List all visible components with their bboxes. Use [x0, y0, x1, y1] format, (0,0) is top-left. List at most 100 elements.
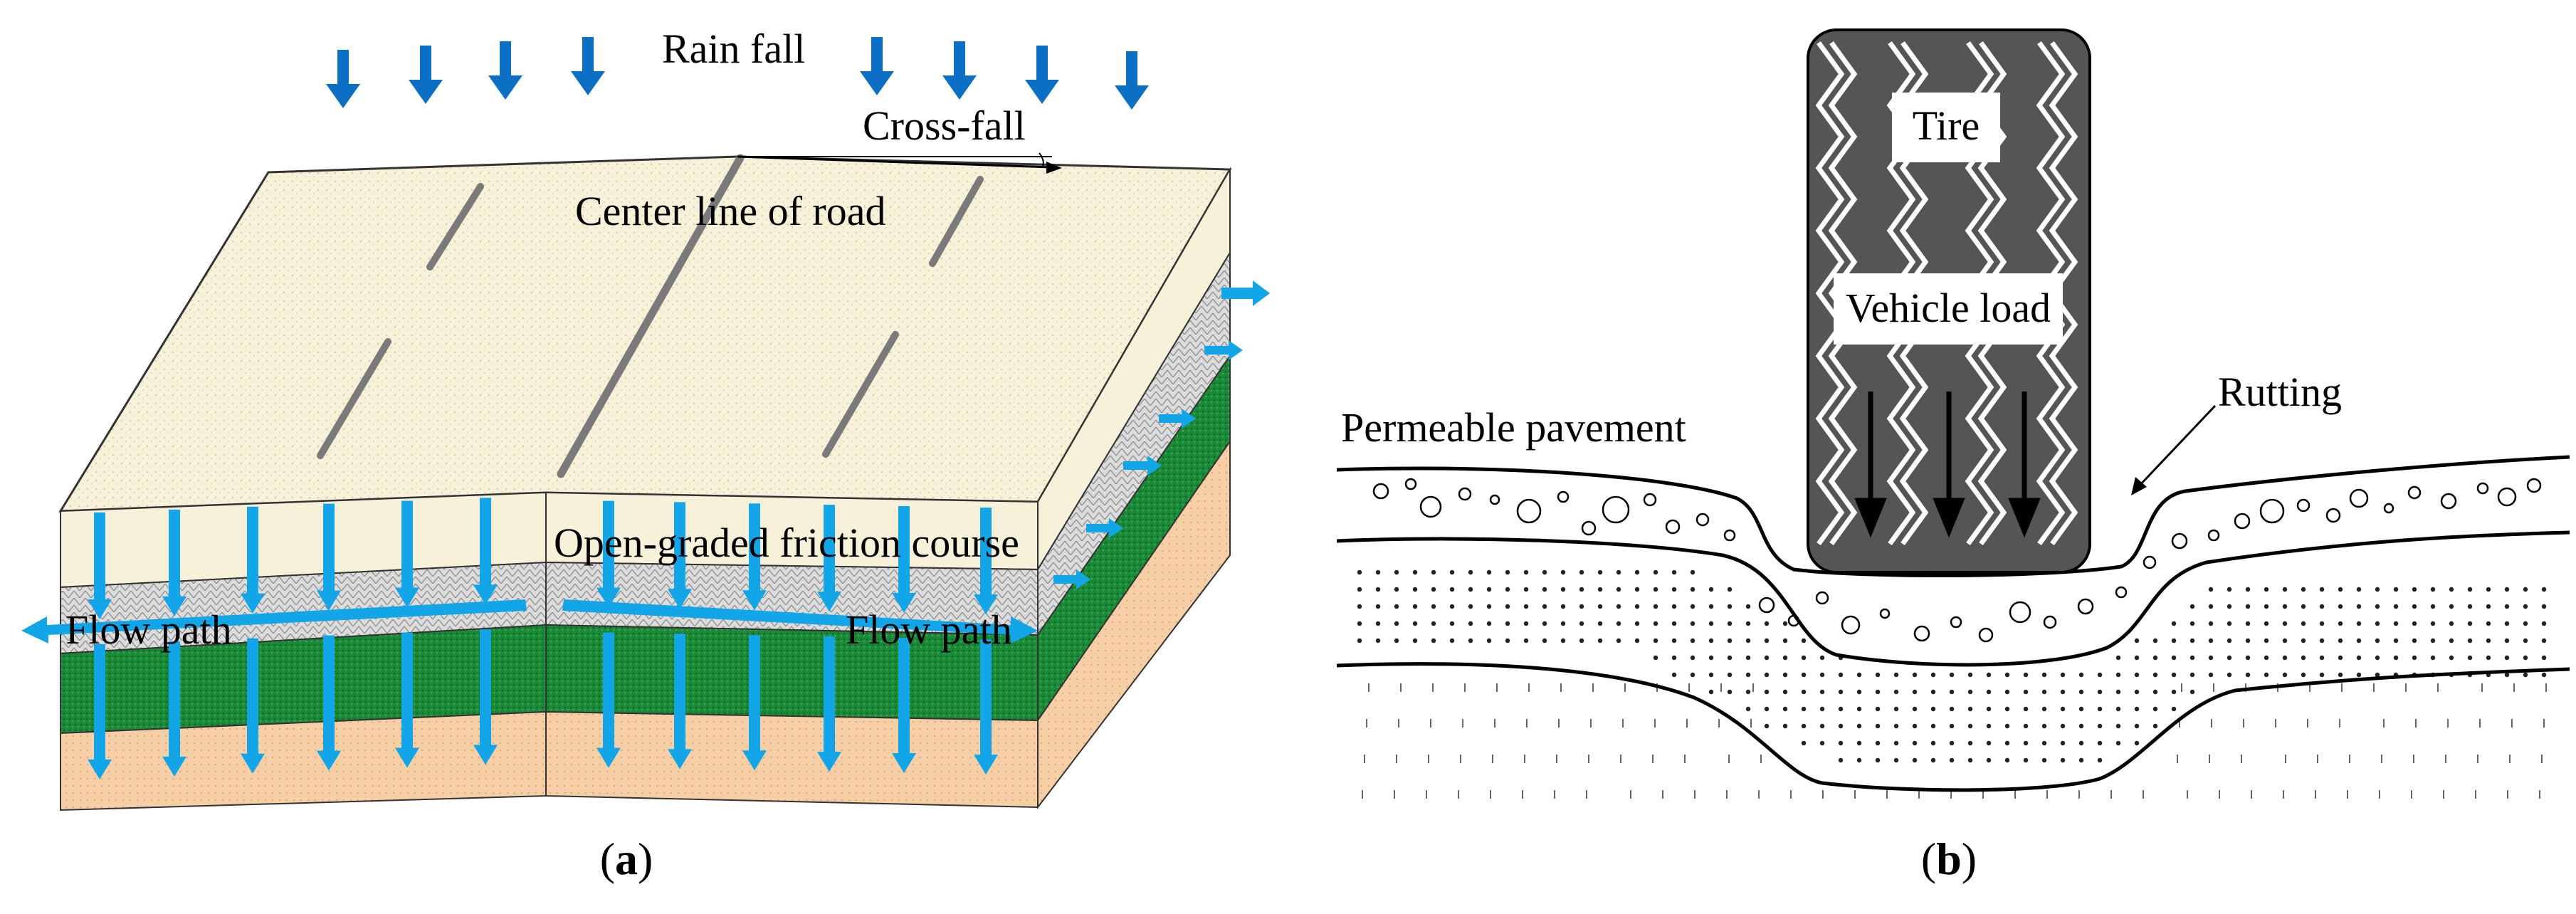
- outflow-arrow: [1204, 340, 1243, 360]
- base-dot: [2319, 672, 2325, 678]
- base-dot: [2004, 757, 2010, 763]
- base-dot: [1449, 638, 1455, 644]
- tire-label-box: [1892, 93, 2000, 162]
- base-dot: [2430, 638, 2436, 644]
- outflow-arrow: [1159, 409, 1196, 429]
- base-dot: [1986, 689, 1992, 695]
- base-dot: [1708, 604, 1714, 609]
- base-dot: [2171, 655, 2177, 661]
- base-dot: [1468, 569, 1473, 575]
- base-dot: [2134, 672, 2140, 678]
- base-dot: [1671, 638, 1677, 644]
- base-dot: [1560, 621, 1566, 626]
- base-dot: [1523, 638, 1529, 644]
- base-dot: [2078, 740, 2084, 746]
- base-dot: [2041, 757, 2047, 763]
- base-dot: [2208, 638, 2214, 644]
- base-dot: [1801, 689, 1807, 695]
- base-dot: [1690, 638, 1696, 644]
- base-dot: [1357, 569, 1362, 575]
- base-dot: [1875, 740, 1881, 746]
- base-dot: [2486, 638, 2491, 644]
- pebble: [1516, 498, 1542, 524]
- pebble: [1723, 529, 1736, 542]
- base-dot: [1671, 587, 1677, 592]
- base-dot: [1616, 587, 1621, 592]
- base-dot: [2023, 689, 2029, 695]
- infiltration-arrow: [88, 644, 112, 779]
- base-dot: [2301, 655, 2306, 661]
- base-dot: [1727, 587, 1733, 592]
- load-arrows: [1854, 392, 2041, 538]
- base-dot: [2504, 638, 2510, 644]
- base-dot: [2282, 587, 2288, 592]
- base-dot: [1468, 621, 1473, 626]
- base-dot: [1449, 587, 1455, 592]
- base-dot: [1967, 757, 1973, 763]
- base-dot: [2356, 621, 2362, 626]
- base-dot: [2356, 672, 2362, 678]
- base-dot: [1671, 672, 1677, 678]
- base-dot: [1856, 689, 1862, 695]
- base-dot: [2504, 621, 2510, 626]
- base-dot: [2430, 655, 2436, 661]
- base-dot: [2134, 689, 2140, 695]
- base-dot: [2467, 621, 2473, 626]
- base-dot: [1486, 638, 1492, 644]
- base-dot: [1949, 689, 1955, 695]
- caption-b: (b): [1921, 834, 1977, 884]
- base-dot: [2245, 655, 2251, 661]
- base-dot: [2282, 621, 2288, 626]
- base-dot: [1505, 638, 1510, 644]
- base-dot: [1819, 740, 1825, 746]
- infiltration-arrow: [162, 641, 186, 777]
- base-dot: [2041, 723, 2047, 729]
- base-dot: [1431, 587, 1436, 592]
- base-dot: [1949, 672, 1955, 678]
- base-dot: [2078, 723, 2084, 729]
- base-dot: [1801, 672, 1807, 678]
- base-dot: [1708, 655, 1714, 661]
- base-dot: [1708, 689, 1714, 695]
- base-dot: [1819, 689, 1825, 695]
- base-dot: [1690, 655, 1696, 661]
- base-dot: [1764, 689, 1770, 695]
- base-dot: [2264, 672, 2269, 678]
- base-dot: [2449, 587, 2454, 592]
- rain-arrow: [1115, 51, 1149, 110]
- base-dot: [2023, 723, 2029, 729]
- base-dot: [2264, 621, 2269, 626]
- base-dot: [1486, 569, 1492, 575]
- base-dot: [2338, 655, 2343, 661]
- base-dot: [2189, 672, 2195, 678]
- base-dot: [1708, 638, 1714, 644]
- pebble: [1643, 493, 1657, 507]
- base-dot: [1912, 689, 1918, 695]
- pebble: [2143, 555, 2157, 569]
- base-dot: [2375, 672, 2380, 678]
- rutting-label: Rutting: [2218, 369, 2342, 415]
- base-dot: [1986, 757, 1992, 763]
- base-dot: [1653, 569, 1658, 575]
- base-dot: [1708, 587, 1714, 592]
- subgrade-ticks: [1362, 683, 2547, 799]
- pebble: [2234, 513, 2251, 530]
- base-dot: [2171, 672, 2177, 678]
- base-dot: [2393, 621, 2399, 626]
- base-dot: [2115, 706, 2121, 712]
- base-dot: [1560, 638, 1566, 644]
- base-dot: [2227, 621, 2232, 626]
- base-dot: [2152, 655, 2158, 661]
- base-bottom-line: [1336, 662, 2570, 792]
- base-dot: [1486, 604, 1492, 609]
- base-dot: [2227, 638, 2232, 644]
- base-dot: [2097, 723, 2103, 729]
- vehicle-load-label: Vehicle load: [1846, 285, 2051, 331]
- base-dot: [2356, 638, 2362, 644]
- infiltration-arrow: [395, 632, 419, 768]
- base-dot: [2430, 604, 2436, 609]
- base-dot: [1967, 689, 1973, 695]
- base-dot: [1875, 689, 1881, 695]
- base-dot: [1875, 672, 1881, 678]
- base-dot: [2338, 638, 2343, 644]
